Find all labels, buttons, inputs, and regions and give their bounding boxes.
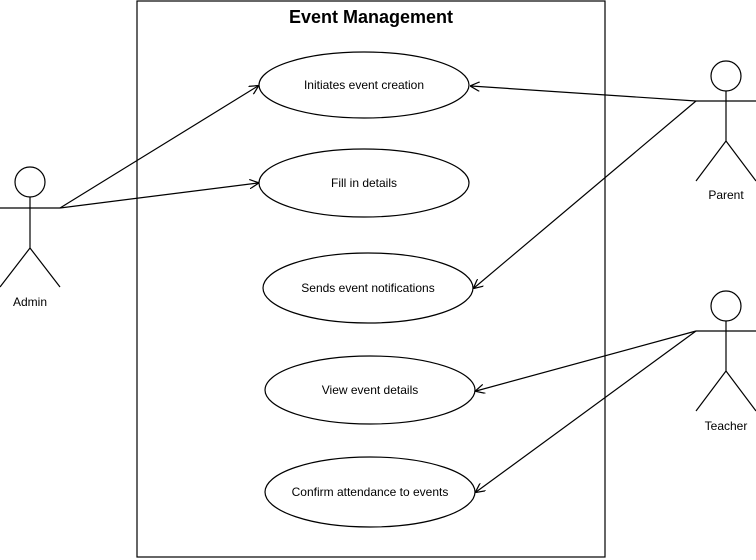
actor-label: Admin (13, 295, 47, 309)
association-admin-fill (59, 183, 258, 209)
actor-admin[interactable]: Admin (0, 166, 61, 309)
system-title: Event Management (289, 7, 453, 27)
association-parent-initiate (471, 86, 697, 102)
associations (59, 86, 697, 492)
use-case-label: Initiates event creation (304, 78, 424, 92)
use-case-sends-event-notifications[interactable]: Sends event notifications (262, 252, 474, 324)
actor-teacher[interactable]: Teacher (695, 290, 756, 433)
actor-label: Teacher (705, 419, 748, 433)
actor-label: Parent (708, 188, 744, 202)
use-case-label: Confirm attendance to events (292, 485, 449, 499)
use-case-fill-in-details[interactable]: Fill in details (258, 148, 470, 218)
association-teacher-view (476, 330, 697, 391)
stick-figure-icon (695, 290, 756, 412)
actor-parent[interactable]: Parent (695, 60, 756, 202)
stick-figure-icon (695, 60, 756, 182)
use-case-label: Fill in details (331, 176, 397, 190)
association-teacher-confirm (476, 330, 697, 492)
use-case-label: View event details (322, 383, 419, 397)
stick-figure-icon (0, 166, 61, 288)
association-parent-notify (474, 100, 697, 288)
use-case-initiate-event-creation[interactable]: Initiates event creation (258, 51, 470, 119)
association-admin-initiate (59, 86, 258, 209)
use-case-label: Sends event notifications (301, 281, 434, 295)
use-case-confirm-attendance[interactable]: Confirm attendance to events (264, 456, 476, 528)
use-case-view-event-details[interactable]: View event details (264, 355, 476, 425)
